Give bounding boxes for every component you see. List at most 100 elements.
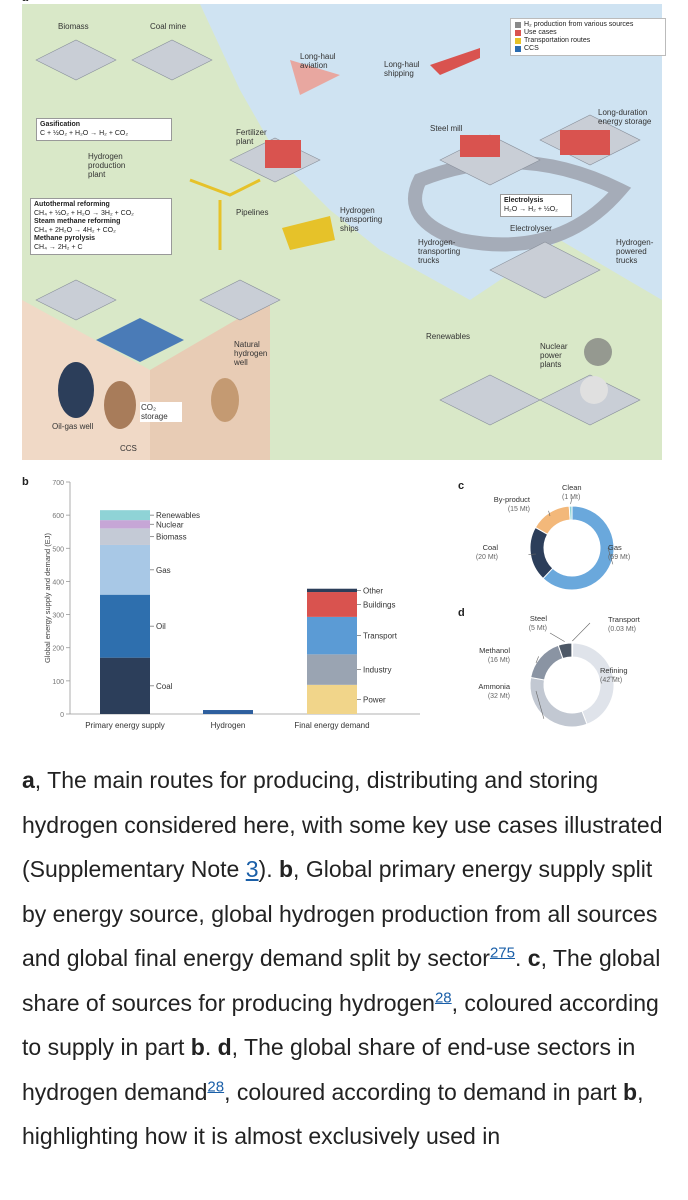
caption-tag-b: b: [278, 856, 294, 882]
slice-name-label: Steel: [530, 614, 547, 623]
bar-segment-hydrogen: [203, 710, 253, 714]
gasification-equation: C + ½O₂ + H₂O → H₂ + CO₂: [40, 129, 129, 137]
electrolysis-box: Electrolysis H₂O → H₂ + ½O₂: [500, 194, 572, 217]
gasification-title: Gasification: [40, 121, 81, 128]
bar-segment-gas: [100, 544, 150, 595]
slice-value-label: (42 Mt): [600, 677, 622, 684]
donut-slice-ammonia: [529, 676, 588, 728]
reference-link-28-second[interactable]: 28: [207, 1077, 225, 1095]
hydrogen-ship-shape: [282, 216, 335, 250]
slice-value-label: (20 Mt): [476, 554, 498, 561]
caption-text: ).: [258, 856, 279, 882]
slice-leader: [549, 632, 565, 642]
slice-name-label: Clean: [562, 483, 582, 492]
slice-leader: [607, 547, 614, 565]
panel-b-tag: b: [22, 476, 29, 488]
caption-text: , The main routes for producing, distrib…: [22, 767, 663, 882]
ship-shape: [430, 48, 480, 75]
slice-leader: [535, 656, 539, 664]
label-natural-h2-well: Natural hydrogen well: [234, 340, 268, 367]
y-tick-label: 0: [60, 712, 64, 719]
legend-swatch: [515, 30, 521, 36]
slice-leader: [548, 510, 551, 517]
panel-a-tag: a: [22, 0, 28, 4]
label-steel-mill: Steel mill: [430, 124, 463, 133]
y-tick-label: 500: [52, 546, 64, 553]
label-co2-storage: CO₂ storage: [140, 402, 182, 422]
slice-value-label: (0.03 Mt): [608, 626, 636, 633]
ccs-plant: [96, 318, 184, 362]
slice-name-label: Gas: [608, 543, 622, 552]
donut-slice-by-product: [534, 505, 571, 535]
segment-label: Transport: [363, 632, 398, 641]
label-electrolyser: Electrolyser: [510, 224, 552, 233]
reference-link-275[interactable]: 275: [489, 944, 515, 962]
legend-item-production: H₂ production from various sources: [515, 21, 661, 29]
label-nuclear: Nuclear power plants: [540, 342, 568, 369]
slice-value-label: (5 Mt): [529, 625, 547, 632]
label-h2-powered-trucks: Hydrogen-powered trucks: [616, 238, 654, 265]
segment-label: Power: [363, 695, 386, 704]
slice-name-label: Refining: [600, 666, 628, 675]
slice-leader: [528, 553, 537, 555]
caption-text: , Global primary energy supply split by …: [22, 856, 658, 971]
atr-equation: CH₄ + ½O₂ + H₂O → 3H₂ + CO₂: [34, 209, 134, 217]
caption-text: , The global share of sources for produc…: [22, 945, 661, 1016]
legend-label: Use cases: [524, 29, 557, 36]
slice-value-label: (59 Mt): [608, 554, 630, 561]
steam-cloud: [584, 338, 612, 366]
slice-value-label: (16 Mt): [488, 657, 510, 664]
label-long-duration-storage: Long-duration energy storage: [598, 108, 652, 126]
slice-name-label: By-product: [494, 495, 531, 504]
label-long-haul-shipping: Long-haul shipping: [384, 60, 420, 78]
bar-segment-nuclear: [100, 520, 150, 529]
legend-item-ccs: CCS: [515, 45, 661, 53]
legend-swatch: [515, 46, 521, 52]
segment-label: Oil: [156, 622, 166, 631]
bar-segment-other: [307, 588, 357, 593]
panel-c-chart: c Gas(59 Mt)Coal(20 Mt)By-product(15 Mt)…: [440, 476, 688, 606]
caption-text: .: [514, 945, 528, 971]
caption-ref-b-second: b: [623, 1078, 638, 1105]
donut-slice-gas: [542, 505, 615, 591]
bar-segment-biomass: [100, 528, 150, 545]
segment-label: Other: [363, 586, 383, 595]
bar-segment-buildings: [307, 592, 357, 617]
electrolysis-equation: H₂O → H₂ + ½O₂: [504, 205, 558, 213]
caption-ref-b: b: [190, 1034, 205, 1060]
bar-segment-renewables: [100, 510, 150, 521]
reference-link-28[interactable]: 28: [434, 988, 452, 1006]
label-hydrogen-production-plant: Hydrogen production plant: [88, 152, 126, 179]
caption-text: , The global share of end-use sectors in…: [22, 1034, 636, 1105]
x-category-label: Final energy demand: [294, 721, 369, 730]
label-coal-mine: Coal mine: [150, 22, 187, 31]
y-tick-label: 300: [52, 613, 64, 620]
atr-title: Autothermal reforming: [34, 201, 110, 208]
legend-label: CCS: [524, 45, 539, 52]
segment-label: Nuclear: [156, 520, 184, 529]
legend-item-transport: Transportation routes: [515, 37, 661, 45]
supplementary-note-link[interactable]: 3: [245, 856, 259, 882]
co2-reservoir: [104, 381, 136, 429]
slice-name-label: Transport: [608, 615, 641, 624]
aircraft-shape: [290, 60, 340, 95]
donut-slice-clean: [568, 505, 573, 521]
chart-d-svg: Refining(42 Mt)Ammonia(32 Mt)Methanol(16…: [478, 614, 641, 728]
legend-label: H₂ production from various sources: [524, 21, 634, 28]
segment-label: Renewables: [156, 511, 200, 520]
slice-value-label: (1 Mt): [562, 494, 580, 501]
electrolysis-title: Electrolysis: [504, 197, 544, 204]
panel-c-tag: c: [458, 480, 465, 492]
panel-d-chart: d Refining(42 Mt)Ammonia(32 Mt)Methanol(…: [440, 605, 688, 735]
caption-text: .: [204, 1034, 218, 1060]
label-long-haul-aviation: Long-haul aviation: [300, 52, 336, 70]
slice-name-label: Ammonia: [478, 682, 511, 691]
illustration-svg: [22, 4, 662, 460]
panel-a-legend: H₂ production from various sources Use c…: [510, 18, 666, 56]
x-category-label: Hydrogen: [211, 721, 246, 730]
donut-slice-methanol: [530, 644, 564, 681]
label-hydrogen-ships: Hydrogen transporting ships: [340, 206, 383, 233]
slice-leader: [535, 690, 545, 719]
